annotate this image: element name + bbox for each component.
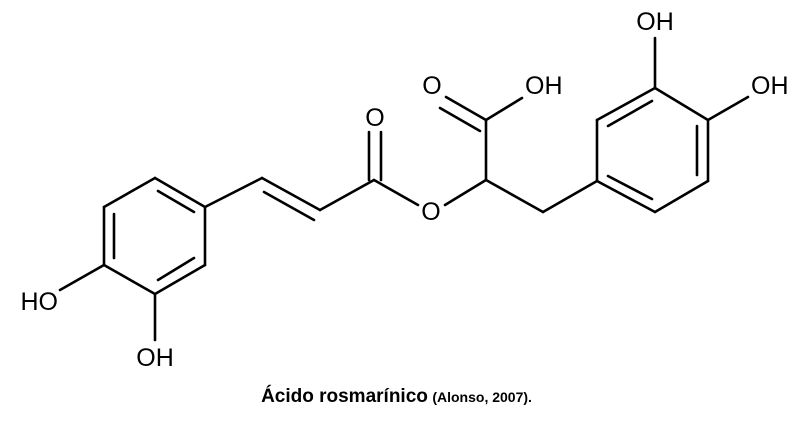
figure-caption: Ácido rosmarínico (Alonso, 2007). — [0, 386, 793, 408]
bond-acid-c-o — [444, 95, 488, 122]
bond-alkene-inner — [262, 190, 316, 222]
atom-right-oh-side: OH — [751, 72, 789, 100]
bond-ch2-ring — [541, 179, 599, 214]
right-benzene-ring — [595, 86, 710, 214]
caption-title: Ácido rosmarínico — [261, 386, 428, 407]
bond-left-ho — [58, 263, 106, 292]
atom-acid-o: O — [422, 72, 441, 100]
bond-ring-vinyl — [203, 176, 264, 209]
left-benzene-ring — [102, 176, 207, 296]
bond-right-oh-side — [706, 95, 750, 122]
bond-carbonyl-ester-o — [372, 178, 420, 207]
bond-ester-o-ch — [443, 178, 488, 207]
bond-ch-ch2 — [484, 178, 545, 214]
atom-left-oh: OH — [136, 344, 174, 372]
atom-carbonyl-o: O — [365, 104, 384, 132]
atom-ester-o: O — [421, 198, 440, 226]
bond-vinyl-carbonyl — [318, 178, 376, 212]
atom-right-oh-top: OH — [636, 8, 674, 36]
bond-acid-c-oh — [484, 96, 524, 122]
caption-source: (Alonso, 2007). — [432, 389, 532, 405]
atom-left-ho: HO — [21, 288, 59, 316]
bond-acid-c-o-inner — [438, 106, 482, 133]
atom-acid-oh: OH — [525, 72, 563, 100]
bond-alkene — [260, 176, 322, 212]
